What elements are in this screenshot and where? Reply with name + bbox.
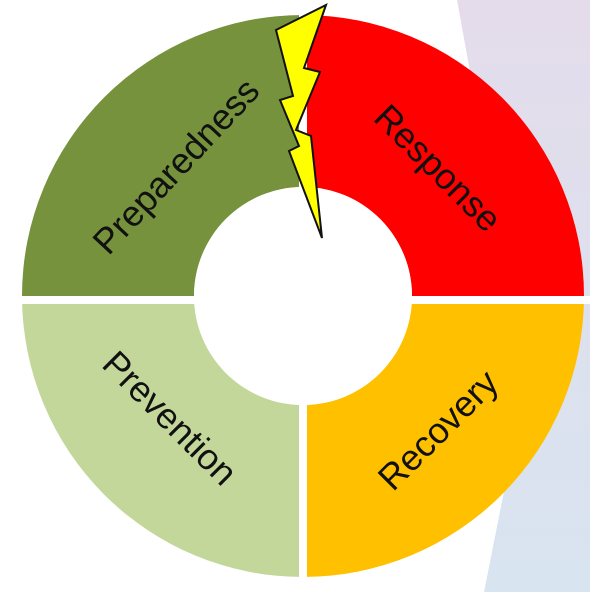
lightning-bolt-icon (274, 3, 328, 239)
segment-recovery (303, 296, 584, 577)
segment-response (303, 15, 584, 296)
center-hole (194, 187, 412, 405)
segment-prevention (22, 296, 303, 577)
segment-preparedness (22, 15, 303, 296)
